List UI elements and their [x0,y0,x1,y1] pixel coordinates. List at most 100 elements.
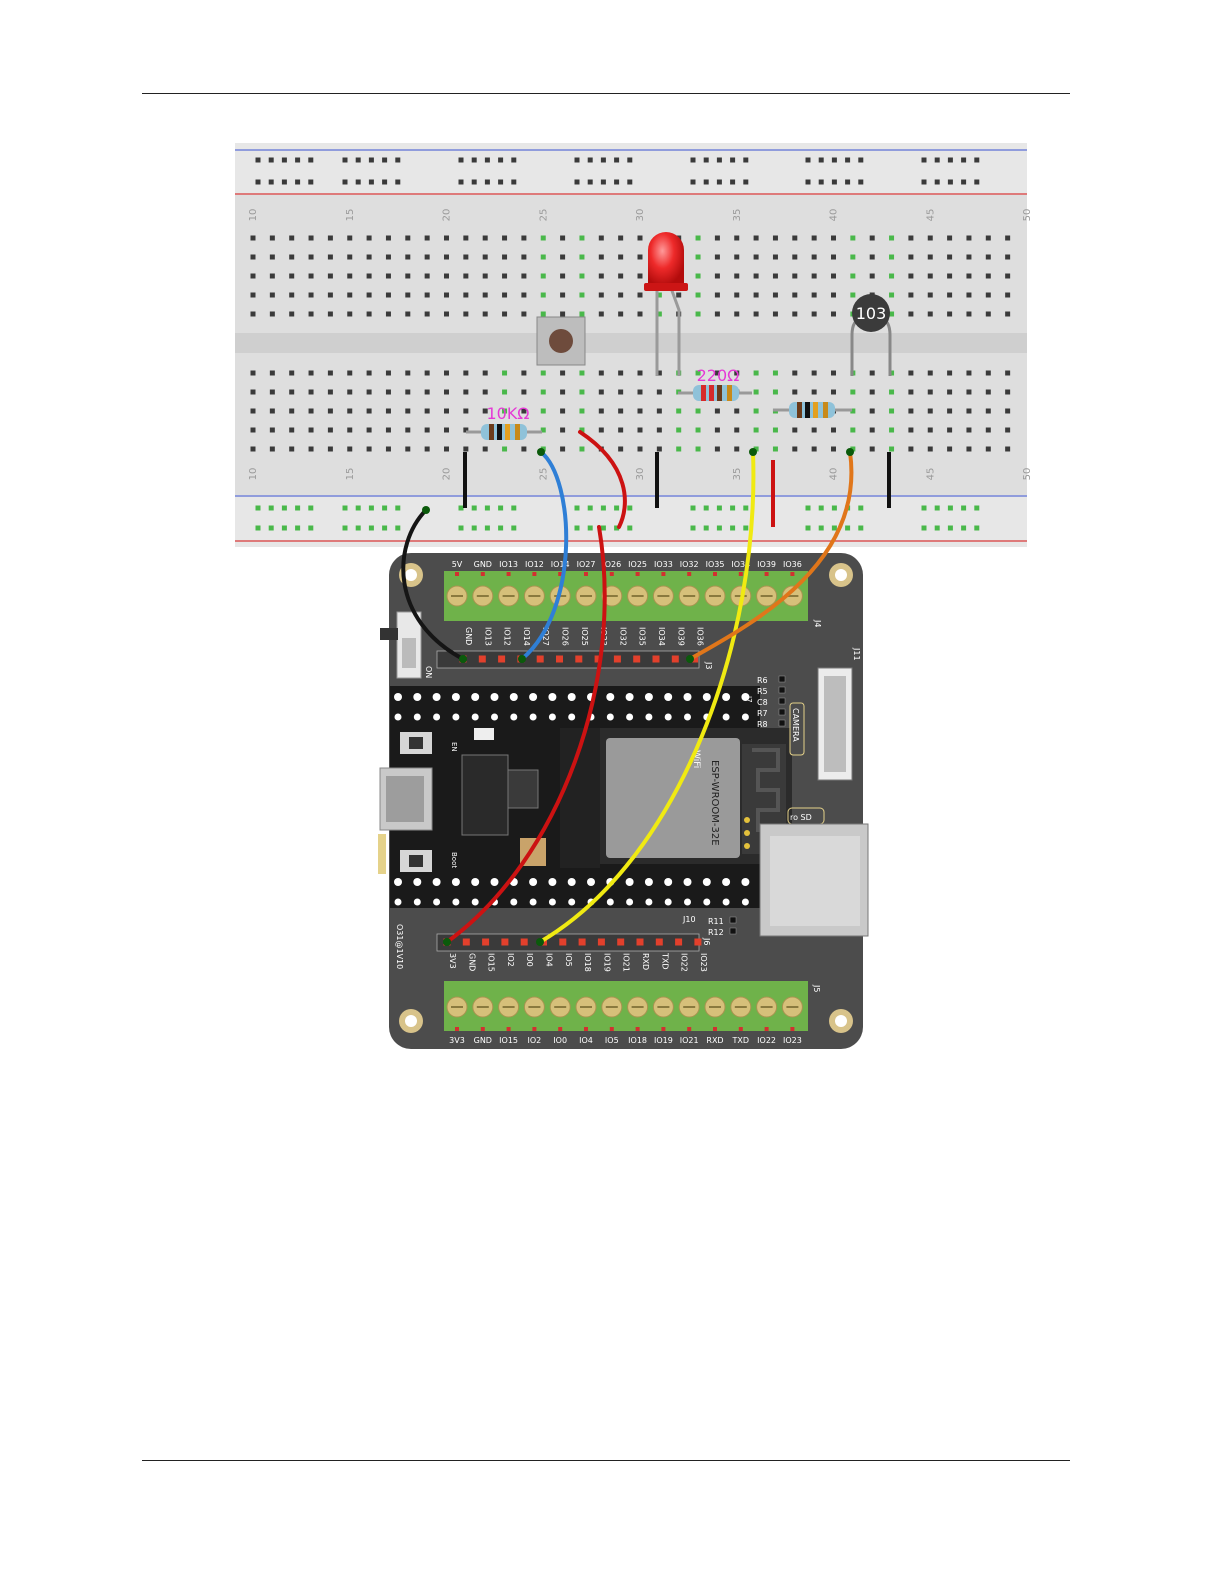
hole [618,235,624,241]
hole [850,254,856,260]
devkit-pin [452,898,460,906]
column-number: 20 [442,468,453,481]
hole [676,427,682,433]
j5-label: J5 [812,984,821,992]
pin-label: IO22 [680,953,689,972]
rail-hole [587,179,593,185]
devkit-pin [625,693,634,701]
rail-hole [743,505,749,511]
pin-label: IO34 [657,627,666,646]
wifi-label: WiFi [691,750,701,768]
rail-hole [395,525,401,531]
rail-hole [961,157,967,163]
devkit-pin [568,713,576,721]
header-pin [655,938,663,946]
rail-hole [587,157,593,163]
hole [966,427,972,433]
hole [947,273,953,279]
pin-label: IO25 [628,560,647,569]
hole [637,273,643,279]
hole [366,408,372,414]
pin-label: IO13 [483,627,492,646]
header-pin [613,655,621,663]
pin-label: GND [474,1036,492,1045]
push-button [536,316,586,366]
hole [598,292,604,298]
devkit-bottom-pins [394,878,750,906]
column-number: 45 [925,209,936,222]
rail-hole [281,179,287,185]
hole [308,427,314,433]
hole [289,254,295,260]
devkit-pin [413,713,421,721]
rail-hole [818,505,824,511]
rail-hole [627,525,633,531]
hole [869,389,875,395]
hole [308,292,314,298]
hole [850,427,856,433]
hole [734,235,740,241]
rail-hole [934,179,940,185]
hole [1005,254,1011,260]
pin-label: RXD [641,953,650,970]
hole [579,427,585,433]
hole [811,254,817,260]
devkit-pin [645,898,653,906]
hole [947,292,953,298]
hole [985,370,991,376]
hole [347,292,353,298]
column-number: 45 [925,468,936,481]
hole [947,311,953,317]
hole [405,389,411,395]
devkit-pin [548,898,556,906]
header-pin [691,655,699,663]
rail-hole [858,157,864,163]
rail-hole [703,157,709,163]
wire-red-button [578,430,627,529]
hole [308,370,314,376]
hole [908,311,914,317]
hole [753,311,759,317]
hole [792,292,798,298]
pin-label: IO23 [783,1036,802,1045]
resistor-10k-label: 10KΩ [486,404,529,423]
rail-hole [458,525,464,531]
rail-hole [355,505,361,511]
devkit-pin [510,713,518,721]
wire-yellow-io4 [538,450,756,944]
hole [347,235,353,241]
hole [366,311,372,317]
column-number: 30 [635,468,646,481]
hole [560,273,566,279]
hole [269,370,275,376]
hole [540,311,546,317]
smd-label: R6 [757,676,768,685]
pin-label: IO39 [757,560,776,569]
rail-hole [845,179,851,185]
devkit-pin [548,878,557,886]
rail-hole [921,525,927,531]
hole [811,273,817,279]
rail-hole [614,179,620,185]
devkit-pin [722,898,730,906]
hole [250,389,256,395]
hole [656,389,662,395]
en-label: EN [450,742,458,752]
hole [753,273,759,279]
header-pin [520,938,528,946]
hole [521,408,527,414]
hole [908,370,914,376]
resistor-10k: 10KΩ [466,404,542,440]
hole [540,292,546,298]
header-pin [652,655,660,663]
devkit-pin [529,693,538,701]
rail-hole [743,157,749,163]
hole [424,389,430,395]
pin-label: IO22 [757,1036,776,1045]
devkit-pin [684,713,691,721]
hole [424,311,430,317]
hole [695,427,701,433]
